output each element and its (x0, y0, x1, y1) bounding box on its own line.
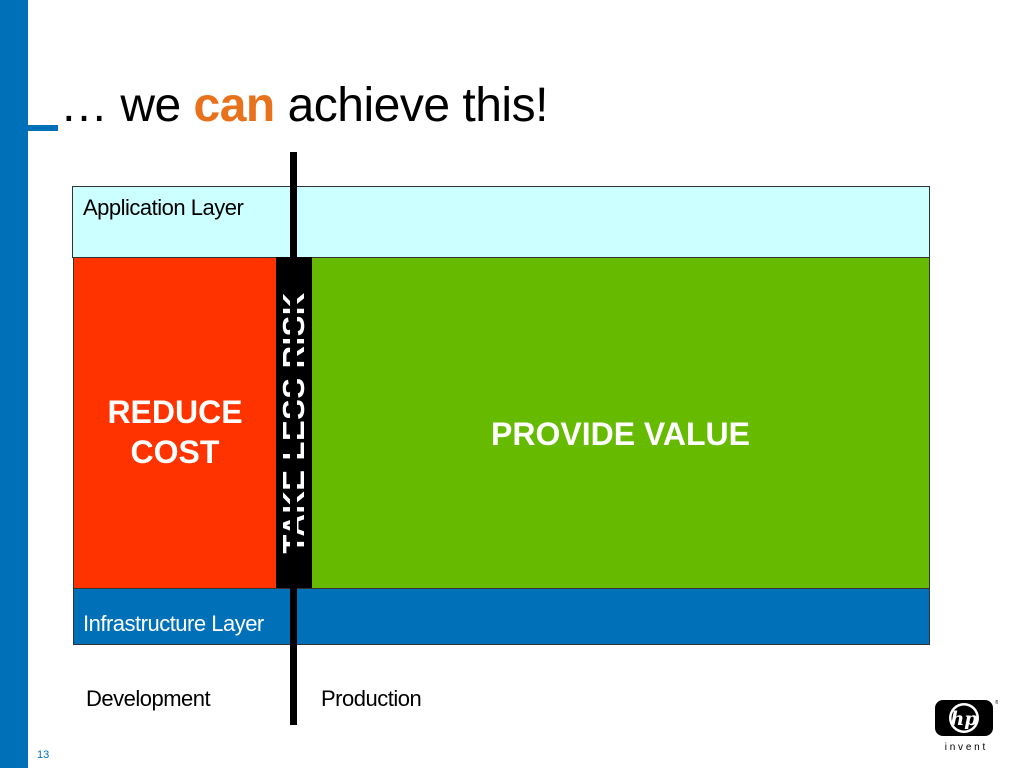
development-production-divider (290, 152, 297, 725)
reduce-cost-line1: REDUCE (107, 394, 243, 430)
sidebar-accent-bar (0, 0, 28, 768)
production-label: Production (321, 686, 422, 711)
title-accent: can (193, 79, 276, 132)
hp-logo-tagline: i n v e n t (945, 742, 986, 753)
title-prefix: … we (60, 79, 194, 132)
provide-value-label: PROVIDE VALUE (491, 416, 750, 452)
svg-text:®: ® (995, 699, 998, 706)
infrastructure-layer-label: Infrastructure Layer (83, 611, 264, 636)
provide-value-box: PROVIDE VALUE (311, 257, 930, 589)
development-label: Development (86, 686, 211, 711)
application-layer-box: Application Layer (72, 186, 930, 258)
infrastructure-layer-box: Infrastructure Layer (73, 588, 930, 645)
hp-logo-mark: hp (950, 708, 978, 730)
page-number: 13 (37, 749, 50, 761)
reduce-cost-box: REDUCE COST (73, 257, 277, 589)
slide-title: … we can achieve this! (60, 78, 548, 133)
title-suffix: achieve this! (274, 79, 549, 132)
reduce-cost-line2: COST (130, 434, 220, 470)
application-layer-label: Application Layer (83, 195, 244, 220)
hp-logo-icon: hp ® i n v e n t (932, 698, 999, 754)
sidebar-notch (0, 125, 58, 131)
reduce-cost-label: REDUCE COST (74, 392, 276, 472)
